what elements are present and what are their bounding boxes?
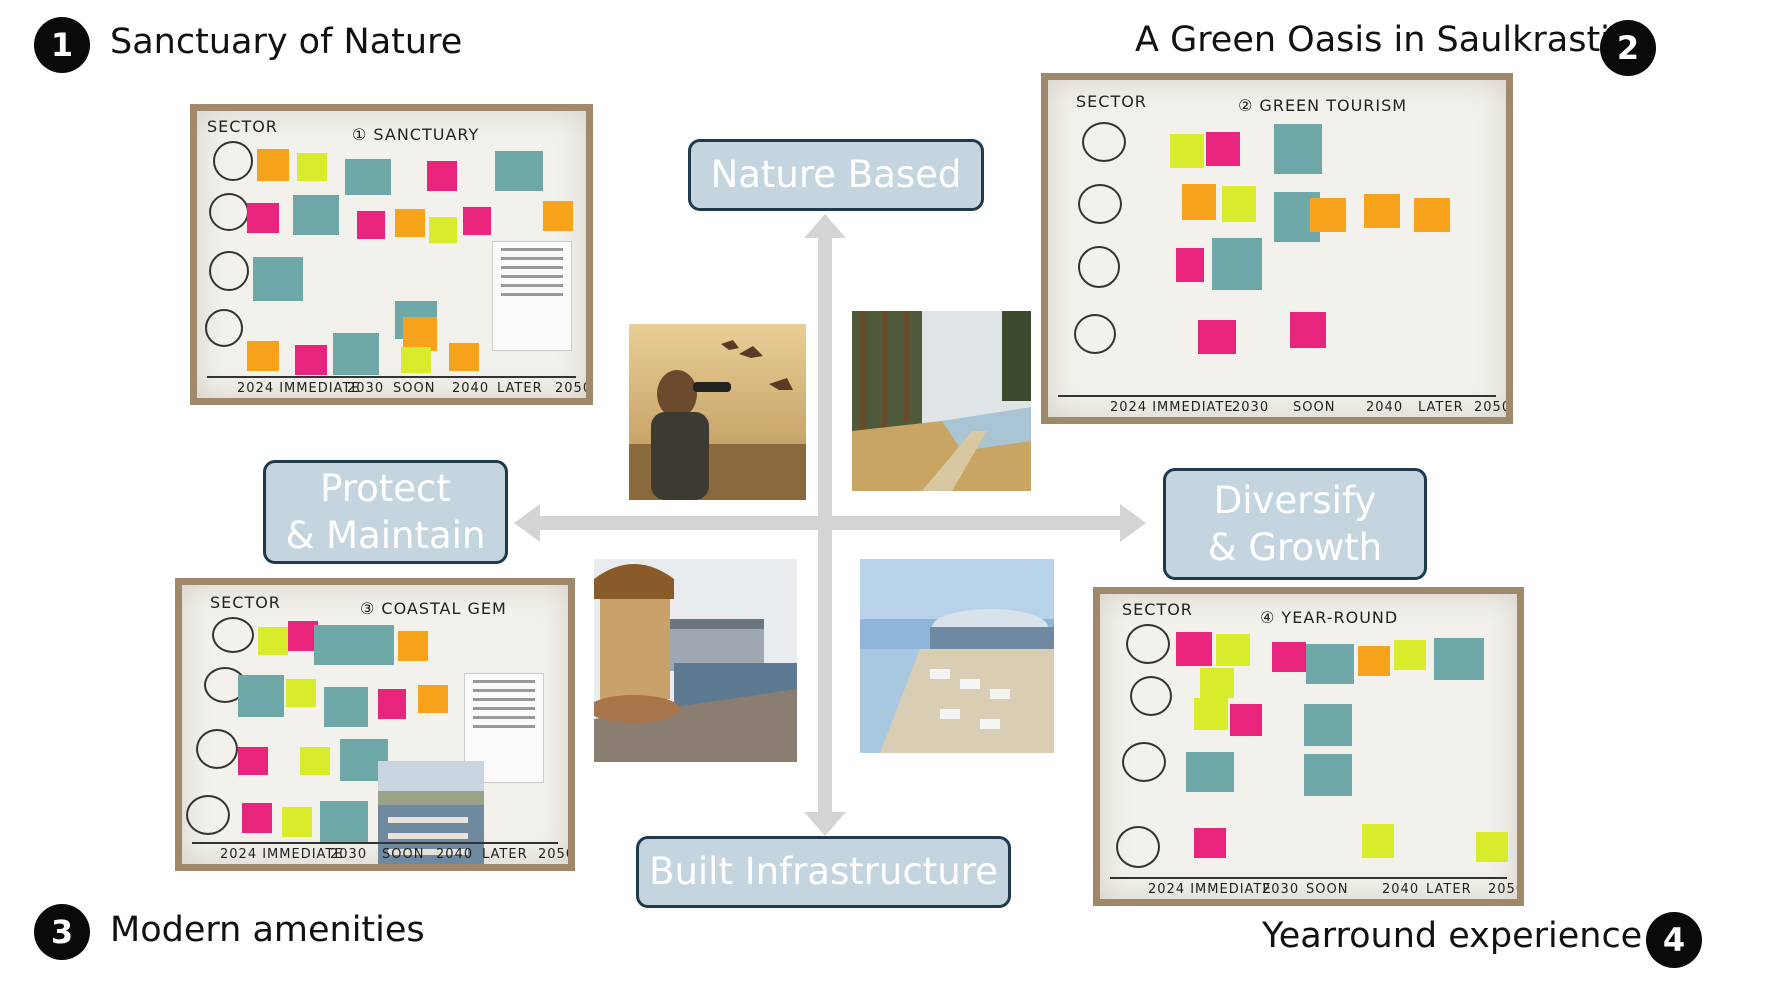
timeline-immediate: 2024 IMMEDIATE [1110,400,1234,415]
left-arrowhead [514,504,540,542]
timeline-immediate: 2024 IMMEDIATE [220,847,344,862]
board-sanctuary: SECTOR ① SANCTUARY 2024 IMMEDIATE 2030 S… [190,104,593,405]
timeline-soon: SOON [1306,882,1349,897]
board-sector-label: SECTOR [1122,600,1193,619]
timeline-later: LATER [497,381,543,396]
timeline-later: LATER [482,847,528,862]
horizontal-axis-line [530,516,1130,530]
timeline-later: LATER [1418,400,1464,415]
timeline-immediate: 2024 IMMEDIATE [237,381,361,396]
timeline-soon: SOON [393,381,436,396]
timeline-2030: 2030 [330,847,368,862]
board-heading: ④ YEAR-ROUND [1260,608,1399,627]
board-heading: ① SANCTUARY [352,125,480,144]
axis-label-protect-maintain: Protect & Maintain [263,460,508,564]
timeline-2040: 2040 [1382,882,1420,897]
up-arrowhead [804,214,846,238]
axis-label-nature-based: Nature Based [688,139,984,211]
harbor-photo [378,761,484,864]
timeline-later: LATER [1426,882,1472,897]
timeline-2040: 2040 [1366,400,1404,415]
board-sector-label: SECTOR [1076,92,1147,111]
board-green-tourism: SECTOR ② GREEN TOURISM 2024 IMMEDIATE 20… [1041,73,1513,424]
board-heading: ③ COASTAL GEM [360,599,507,618]
board-year-round: SECTOR ④ YEAR-ROUND 2024 IMMEDIATE 2030 … [1093,587,1524,906]
quadrant-4-title: Yearround experience [1262,916,1643,956]
carousel-harbor-photo [594,559,797,762]
timeline-soon: SOON [1293,400,1336,415]
right-arrowhead [1120,504,1146,542]
quadrant-4-number: 4 [1646,912,1702,968]
timeline-2040: 2040 [452,381,490,396]
spa-pavilion-photo [860,559,1054,753]
timeline-2050: 2050 [1474,400,1512,415]
down-arrowhead [804,812,846,836]
board-coastal-gem: SECTOR ③ COASTAL GEM 2024 IMMEDIATE 2030… [175,578,575,871]
timeline-soon: SOON [382,847,425,862]
coastal-forest-photo [852,311,1031,491]
quadrant-1-number: 1 [34,17,90,73]
timeline-2030: 2030 [1232,400,1270,415]
quadrant-3-number: 3 [34,904,90,960]
timeline-immediate: 2024 IMMEDIATE [1148,882,1272,897]
board-sector-label: SECTOR [207,117,278,136]
timeline-2050: 2050 [555,381,593,396]
timeline-2040: 2040 [436,847,474,862]
axis-label-diversify-growth: Diversify & Growth [1163,468,1427,580]
timeline-2030: 2030 [1262,882,1300,897]
axis-label-diversify-growth-text: Diversify & Growth [1207,478,1383,569]
board-heading: ② GREEN TOURISM [1238,96,1408,115]
timeline-2030: 2030 [347,381,385,396]
board-sector-label: SECTOR [210,593,281,612]
timeline-2050: 2050 [538,847,575,862]
board-document [492,241,572,351]
quadrant-2-number: 2 [1600,20,1656,76]
axis-label-built-infrastructure: Built Infrastructure [636,836,1011,908]
quadrant-2-title: A Green Oasis in Saulkrasti [1135,20,1610,60]
quadrant-1-title: Sanctuary of Nature [110,22,463,62]
quadrant-3-title: Modern amenities [110,910,425,950]
axis-label-protect-maintain-text: Protect & Maintain [285,466,486,557]
timeline-2050: 2050 [1488,882,1524,897]
birdwatcher-photo [629,324,806,500]
